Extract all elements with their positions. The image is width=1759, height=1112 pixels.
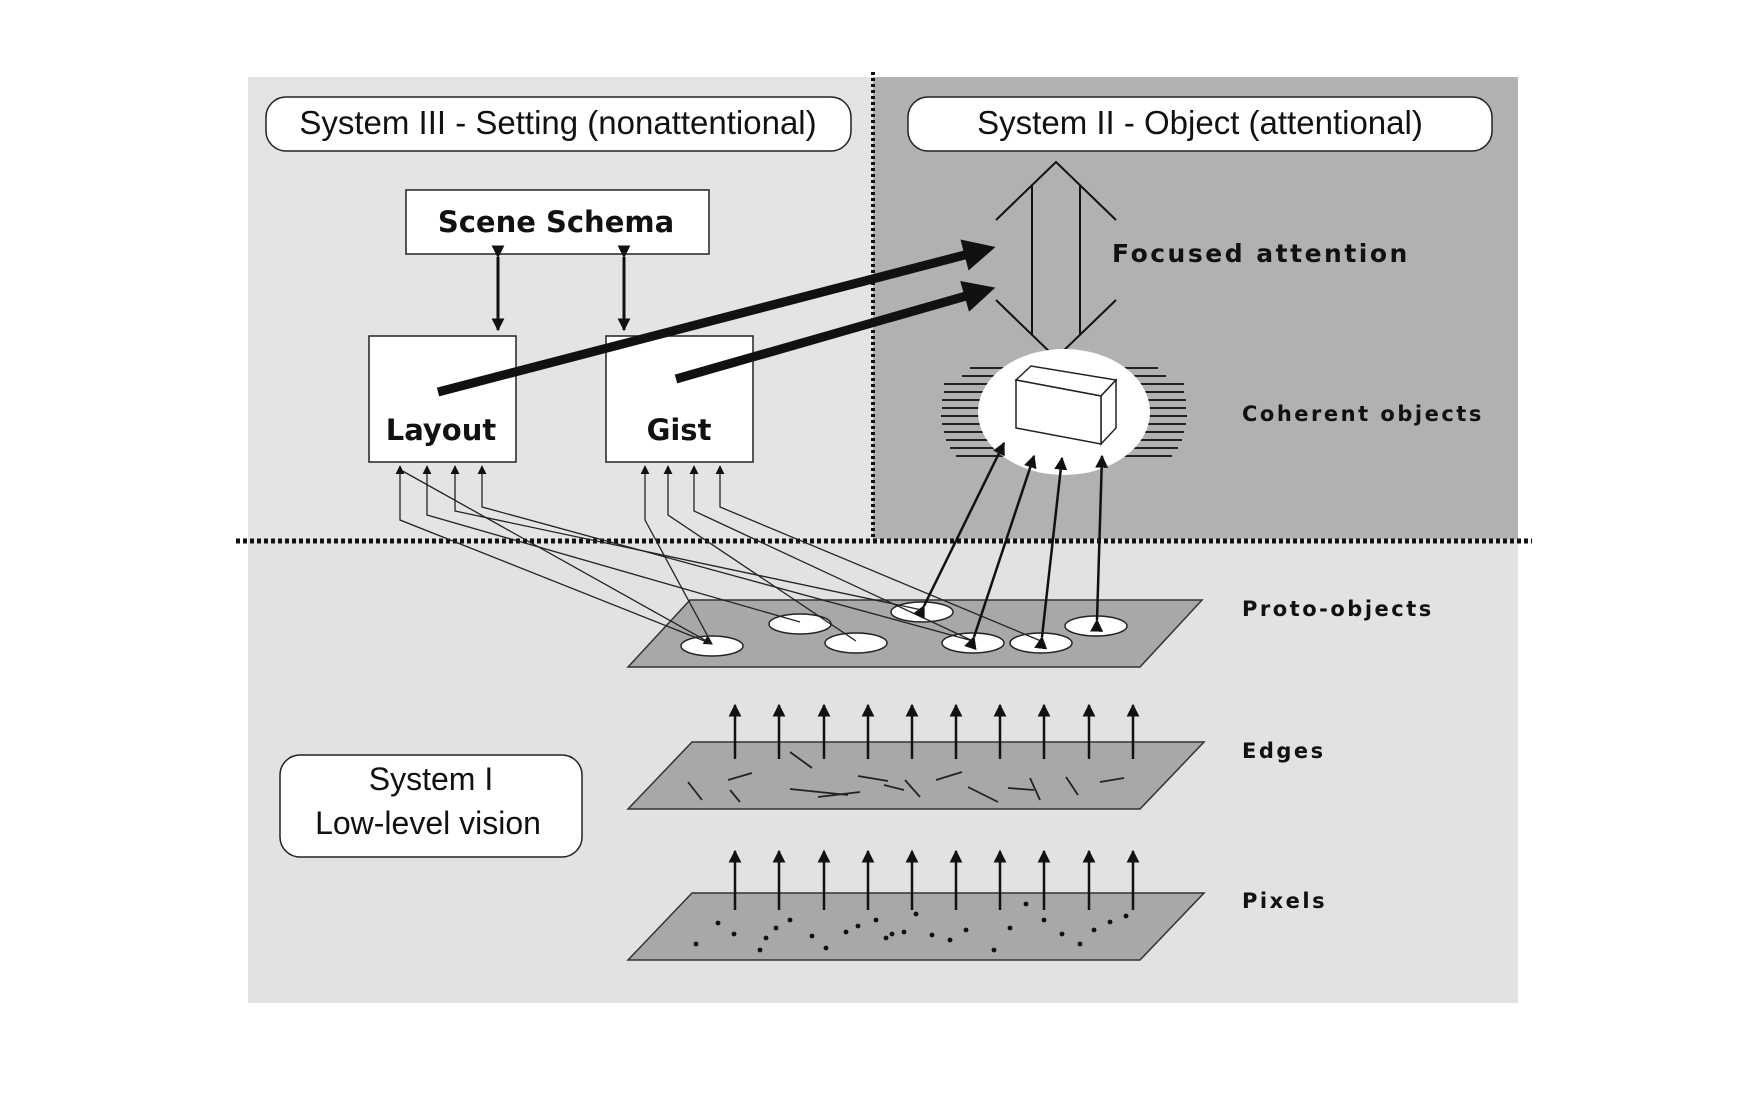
gist-box: Gist bbox=[605, 335, 754, 463]
layout-input-arrows bbox=[395, 465, 974, 645]
edges-label: Edges bbox=[1242, 739, 1326, 763]
pixels-label: Pixels bbox=[1242, 889, 1327, 913]
focused-attention-label: Focused attention bbox=[1112, 239, 1410, 268]
proto-to-setting-lines bbox=[398, 468, 713, 645]
edges-plane bbox=[626, 741, 1206, 810]
pixels-to-edges-arrows bbox=[728, 849, 1140, 910]
proto-object bbox=[680, 635, 744, 657]
edges-to-proto-arrows bbox=[728, 703, 1140, 759]
gist-input-arrows bbox=[640, 465, 1042, 645]
proto-object bbox=[768, 613, 832, 635]
system1-label-line2: Low-level vision bbox=[315, 805, 541, 841]
pixel-dots bbox=[693, 901, 1129, 953]
proto-coherent-arrows bbox=[913, 441, 1109, 651]
system2-label: System II - Object (attentional) bbox=[977, 104, 1423, 141]
proto-object bbox=[824, 632, 888, 654]
edge-segments bbox=[687, 751, 1125, 803]
system1-label-line1: System I bbox=[369, 761, 493, 797]
proto-object bbox=[941, 632, 1005, 654]
pixels-plane bbox=[626, 892, 1206, 961]
focused-attention-symbol bbox=[995, 160, 1117, 360]
layout-label: Layout bbox=[386, 413, 497, 447]
gist-to-attention-arrow bbox=[674, 281, 996, 384]
scene-schema-label: Scene Schema bbox=[438, 205, 674, 239]
scene-schema-box: Scene Schema bbox=[405, 189, 710, 255]
system2-label-box: System II - Object (attentional) bbox=[907, 96, 1493, 152]
cube-icon bbox=[1014, 365, 1118, 446]
gist-label: Gist bbox=[647, 413, 712, 447]
layout-to-attention-arrow bbox=[436, 239, 996, 397]
proto-objects-label: Proto-objects bbox=[1242, 597, 1434, 621]
system3-label-box: System III - Setting (nonattentional) bbox=[265, 96, 852, 152]
layout-box: Layout bbox=[368, 335, 517, 463]
system1-label-box: System I Low-level vision bbox=[279, 754, 583, 858]
system3-label: System III - Setting (nonattentional) bbox=[299, 104, 816, 141]
coherent-objects-label: Coherent objects bbox=[1242, 402, 1484, 426]
